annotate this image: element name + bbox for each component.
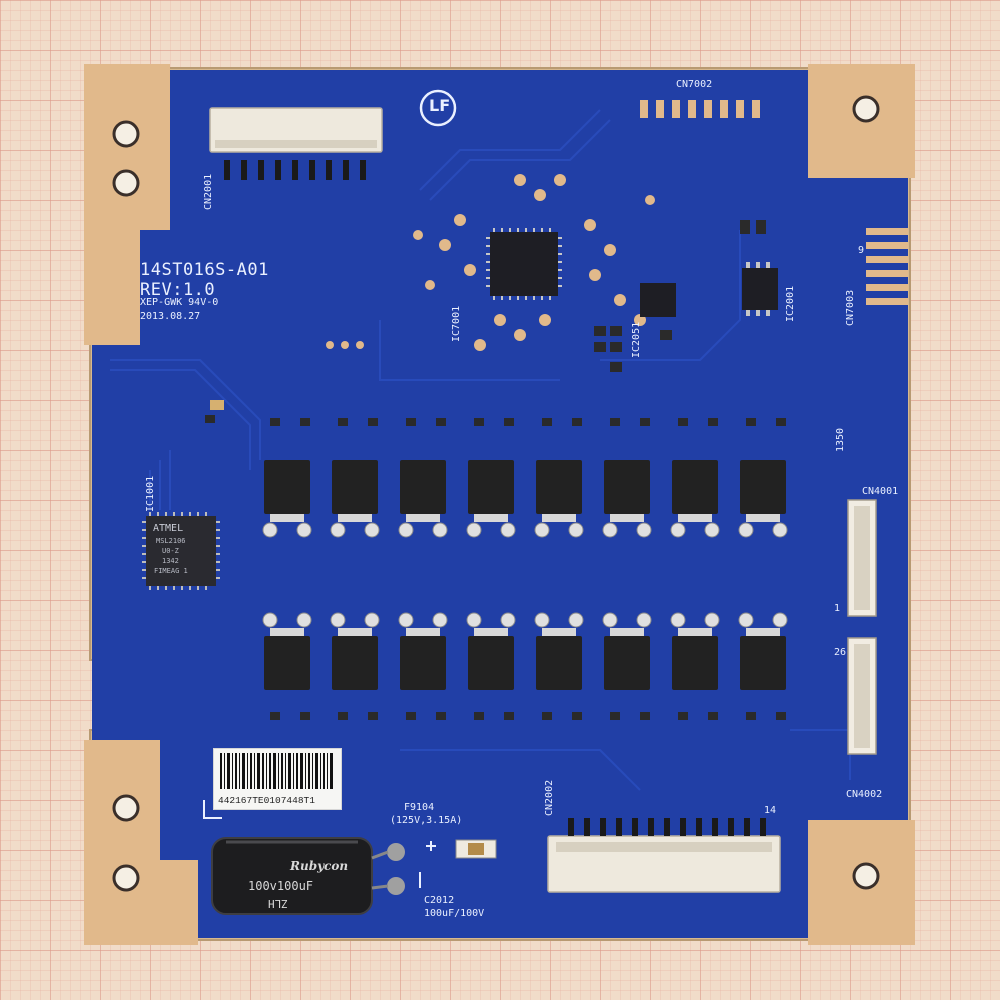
ic2001-label: IC2001	[785, 285, 796, 322]
fuse-rating-label: (125V,3.15A)	[390, 815, 463, 826]
board-model-label: 14ST016S-A01	[140, 260, 269, 280]
mosfet-row-top	[262, 460, 788, 538]
mosfet-row-bottom	[262, 612, 788, 690]
date-code-label: 1350	[835, 427, 846, 452]
lf-logo-text: LF	[429, 96, 451, 115]
cn7002-label: CN7002	[676, 79, 713, 90]
cn2001-label: CN2001	[203, 173, 214, 210]
mcu-line2: MSL2106	[156, 537, 186, 545]
mcu-line5: FIMEAG 1	[154, 567, 188, 575]
capacitor-value: 100v100uF	[248, 879, 314, 893]
resistor-array	[270, 418, 786, 720]
board-revision-label: REV:1.0	[140, 280, 216, 300]
mcu-brand: ATMEL	[153, 523, 184, 534]
c2012-value-label: 100uF/100V	[424, 908, 485, 919]
mcu-line4: 1342	[162, 557, 179, 565]
pin-26-label: 26	[834, 647, 847, 658]
capacitor-brand: Rubycon	[290, 859, 349, 873]
ic7001-chip	[486, 228, 562, 300]
smd-components	[205, 220, 766, 423]
board-date-label: 2013.08.27	[140, 311, 201, 322]
barcode-sticker: 442167TE0107448T1	[213, 748, 342, 810]
capacitor-c2012	[211, 837, 405, 915]
barcode-code: 442167TE0107448T1	[218, 795, 315, 806]
ic2051-chip	[640, 283, 676, 317]
vias	[326, 174, 655, 351]
fuse-f9104	[455, 839, 497, 859]
cn7003-label: CN7003	[845, 289, 856, 326]
pin-1-label: 1	[834, 603, 841, 614]
mcu-chip	[142, 512, 220, 590]
pin-9-label: 9	[858, 245, 865, 256]
cn4002-label: CN4002	[846, 789, 883, 800]
board-rating-label: XEP-GWK 94V-0	[140, 297, 219, 308]
ic2051-label: IC2051	[631, 321, 642, 358]
connector-cn2002	[547, 818, 781, 893]
barcode-bars	[220, 753, 333, 789]
edge-fingers	[866, 228, 908, 305]
connector-cn7002	[640, 100, 760, 118]
c2012-label: C2012	[424, 895, 455, 906]
f9104-label: F9104	[404, 802, 435, 813]
cn4001-label: CN4001	[862, 486, 899, 497]
ic2001-chip	[742, 262, 778, 316]
connector-cn4001	[847, 499, 877, 617]
connector-cn2001	[209, 107, 383, 180]
pin-14-label: 14	[764, 805, 777, 816]
mcu-line3: U0-Z	[162, 547, 179, 555]
capacitor-series: ZLH	[268, 897, 288, 910]
lf-logo	[419, 89, 457, 127]
connector-cn4002	[847, 637, 877, 755]
cn2002-label: CN2002	[544, 779, 555, 816]
ic1001-label: IC1001	[145, 475, 156, 512]
mounting-holes	[112, 95, 880, 892]
silkscreen-outlines	[203, 800, 436, 888]
ic7001-label: IC7001	[451, 305, 462, 342]
